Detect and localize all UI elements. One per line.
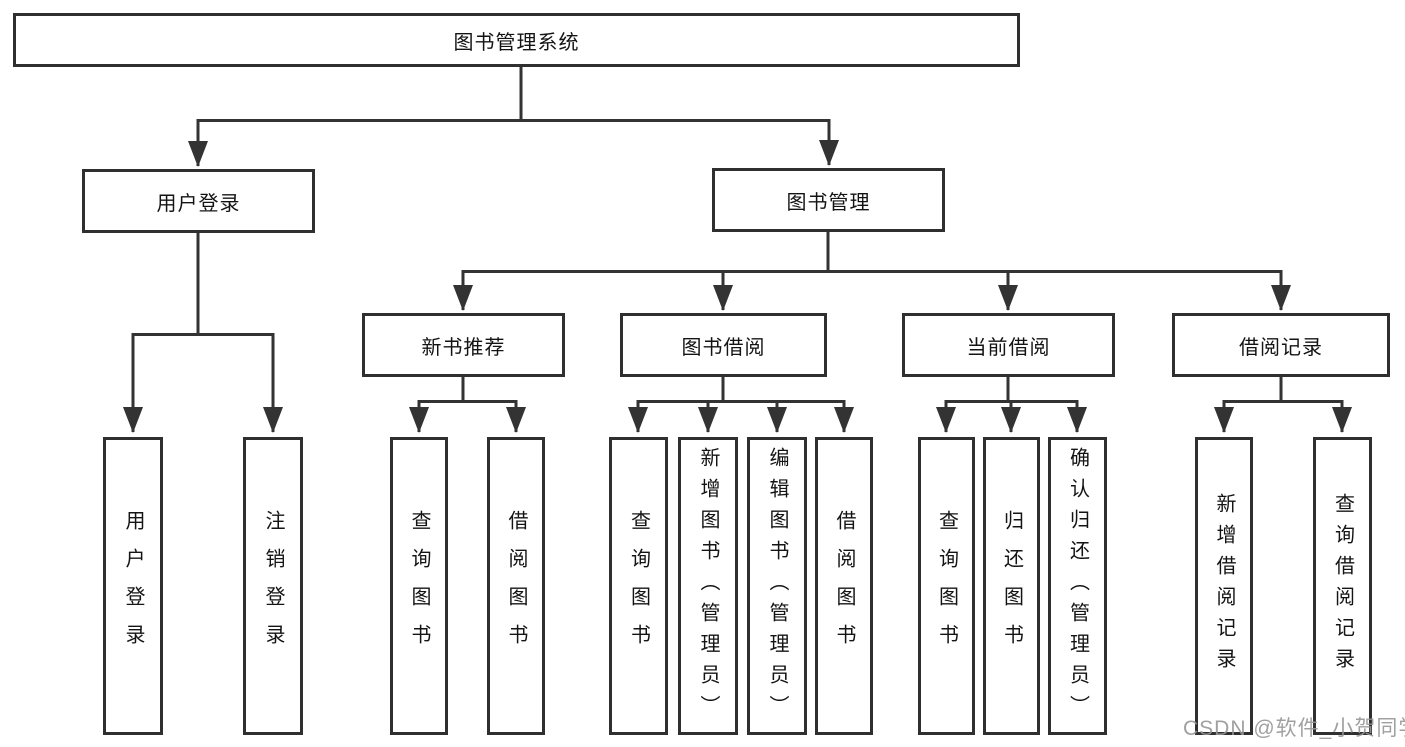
leaf-logout-label: 注销登录 [262,510,284,662]
leaf-add-books-admin: 新增图书（管理员） [678,437,738,735]
node-new-book-recommend-label: 新书推荐 [421,336,506,359]
leaf-confirm-return-admin: 确认归还（管理员） [1048,437,1107,735]
node-library-system: 图书管理系统 [13,13,1020,67]
node-current-borrowing-label: 当前借阅 [966,336,1051,359]
leaf-add-books-admin-label: 新增图书（管理员） [697,446,719,726]
leaf-edit-books-admin-label: 编辑图书（管理员） [766,446,788,726]
leaf-borrow-books-recommend: 借阅图书 [487,437,545,735]
leaf-query-books-current: 查询图书 [918,437,975,735]
leaf-logout: 注销登录 [243,437,303,735]
leaf-borrow-books-label: 借阅图书 [833,510,855,662]
node-book-management: 图书管理 [712,168,945,232]
leaf-borrow-books: 借阅图书 [815,437,873,735]
leaf-return-books-label: 归还图书 [1000,510,1023,662]
node-library-system-label: 图书管理系统 [453,31,580,54]
leaf-user-login-label: 用户登录 [122,510,144,662]
node-book-management-label: 图书管理 [786,191,871,214]
leaf-add-borrow-record: 新增借阅记录 [1195,437,1253,735]
leaf-return-books: 归还图书 [983,437,1040,735]
leaf-edit-books-admin: 编辑图书（管理员） [747,437,807,735]
leaf-borrow-books-recommend-label: 借阅图书 [505,510,527,662]
leaf-query-books-recommend-label: 查询图书 [408,510,430,662]
leaf-query-borrow-record: 查询借阅记录 [1313,437,1372,735]
node-book-borrowing-label: 图书借阅 [681,336,766,359]
node-book-borrowing: 图书借阅 [620,313,827,377]
leaf-user-login: 用户登录 [103,437,163,735]
leaf-query-books-recommend: 查询图书 [390,437,448,735]
leaf-query-books-current-label: 查询图书 [935,510,958,662]
leaf-query-books-borrow-label: 查询图书 [627,510,650,662]
node-current-borrowing: 当前借阅 [902,313,1115,377]
node-borrow-records-label: 借阅记录 [1239,336,1323,359]
csdn-watermark: CSDN @软件_小贺同学 [1183,717,1405,740]
node-user-login-label: 用户登录 [156,192,241,215]
node-user-login: 用户登录 [82,169,315,233]
leaf-query-books-borrow: 查询图书 [609,437,668,735]
node-new-book-recommend: 新书推荐 [362,313,565,377]
node-borrow-records: 借阅记录 [1172,313,1390,377]
leaf-query-borrow-record-label: 查询借阅记录 [1331,493,1354,679]
leaf-confirm-return-admin-label: 确认归还（管理员） [1066,446,1089,726]
leaf-add-borrow-record-label: 新增借阅记录 [1213,493,1235,679]
